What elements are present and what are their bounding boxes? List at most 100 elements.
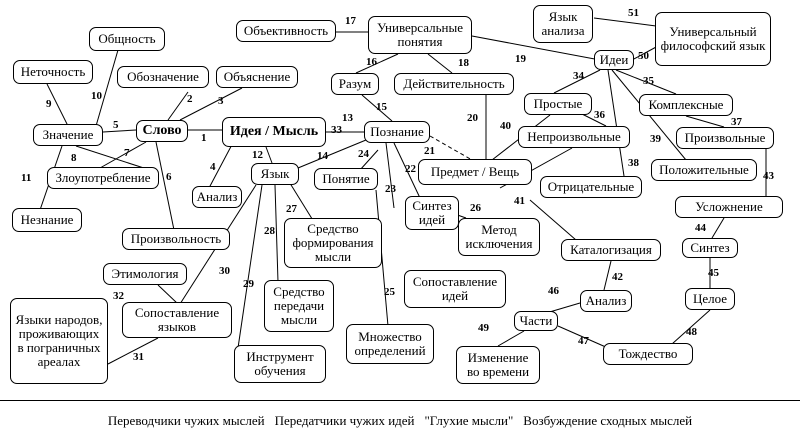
node-tozhdestvo: Тождество [603,343,693,365]
edge-number: 32 [113,290,124,302]
node-prostye: Простые [524,93,592,115]
node-obshchnost: Общность [89,27,165,51]
node-neproizvolnye: Непроизвольные [518,126,630,148]
edge-number: 34 [573,70,584,82]
node-neznanie: Незнание [12,208,82,232]
edge-number: 37 [731,116,742,128]
connector-line [497,330,525,347]
edge-number: 16 [366,56,377,68]
connector-line [615,69,677,95]
connector-line [297,139,367,169]
node-idei: Идеи [594,50,634,70]
node-chasti: Части [514,311,558,331]
edge-number: 7 [124,147,130,159]
node-sintez: Синтез [682,238,738,258]
node-deistvitelnost: Действительность [394,73,514,95]
edge-number: 48 [686,326,697,338]
edge-number: 27 [286,203,297,215]
connector-line [167,91,189,121]
connector-line [274,184,279,283]
edge-number: 6 [166,171,172,183]
connector-line [287,179,315,223]
connector-line [429,135,473,161]
edge-number: 39 [650,133,661,145]
edge-number: 10 [91,90,102,102]
node-yazyk: Язык [251,163,299,185]
connector-line [471,35,601,61]
edge-number: 1 [201,132,207,144]
edge-number: 18 [458,57,469,69]
footer-item-translators: Переводчики чужих мыслей [107,413,265,428]
node-celoe: Целое [685,288,735,310]
node-sopostavlenie-idei: Сопоставление идей [404,270,506,308]
edge-number: 28 [264,225,275,237]
node-predmet-veshch: Предмет / Вещь [418,159,532,185]
edge-number: 30 [219,265,230,277]
edge-number: 24 [358,148,369,160]
edge-number: 15 [376,101,387,113]
node-slovo: Слово [136,120,188,142]
edge-number: 40 [500,120,511,132]
edge-number: 36 [594,109,605,121]
footer-item-transmitters: Передатчики чужих идей [274,413,415,428]
edge-number: 11 [21,172,32,184]
connector-line [685,115,725,128]
footer-item-deaf-thoughts: "Глухие мысли" [424,413,514,428]
edge-number: 38 [628,157,639,169]
edge-number: 29 [243,278,254,290]
edge-number: 21 [424,145,435,157]
edge-number: 3 [218,95,224,107]
connector-line [102,129,137,133]
node-zloupotreblenie: Злоупотребление [47,167,159,189]
connector-line [265,146,273,164]
node-instrument-obucheniya: Инструмент обучения [234,345,326,383]
node-universalnye-ponyatiya: Универсальные понятия [368,16,472,54]
node-polozhitelnye: Положительные [651,159,757,181]
connector-line [355,53,399,74]
node-yazyki-narodov: Языки народов, проживающих в пограничных… [10,298,108,384]
edge-number: 33 [331,124,342,136]
edge-number: 35 [643,75,654,87]
node-analiz-left: Анализ [192,186,242,208]
edge-number: 12 [252,149,263,161]
edge-number: 9 [46,98,52,110]
node-znachenie: Значение [33,124,103,146]
node-metod-isklyucheniya: Метод исключения [458,218,540,256]
node-razum: Разум [331,73,379,95]
node-etimologiya: Этимология [103,263,187,285]
connector-line [107,337,159,365]
connector-line [557,325,609,349]
connector-line [46,83,69,127]
node-obyasnenie: Объяснение [216,66,298,88]
edge-number: 47 [578,335,589,347]
node-proizvolnye: Произвольные [676,127,774,149]
edge-number: 17 [345,15,356,27]
node-sintez-idei: Синтез идей [405,196,459,230]
edge-number: 50 [638,50,649,62]
node-ponyatie: Понятие [314,168,378,190]
node-ideya-mysl: Идея / Мысль [222,117,326,147]
edge-number: 23 [385,183,396,195]
node-katalogizaciya: Каталогизация [561,239,661,261]
edge-number: 25 [384,286,395,298]
edge-number: 13 [342,112,353,124]
connector-line [75,145,151,171]
connector-line [671,309,711,345]
edge-number: 14 [317,150,328,162]
node-proizvolnost: Произвольность [122,228,230,250]
edge-number: 45 [708,267,719,279]
node-sopostavlenie-yazykov: Сопоставление языков [122,302,232,338]
node-universalnyi-yazyk: Универсальный философский язык [655,12,771,66]
connector-line [237,184,263,349]
connector-line [393,142,421,199]
node-sredstvo-peredachi: Средство передачи мысли [264,280,334,332]
edge-number: 44 [695,222,706,234]
connector-line [375,189,389,327]
connector-line [607,69,625,177]
connector-line [603,260,612,291]
node-kompleksnye: Комплексные [639,94,733,116]
edge-number: 22 [405,163,416,175]
edge-number: 42 [612,271,623,283]
footer-item-excitation: Возбуждение сходных мыслей [523,413,693,428]
